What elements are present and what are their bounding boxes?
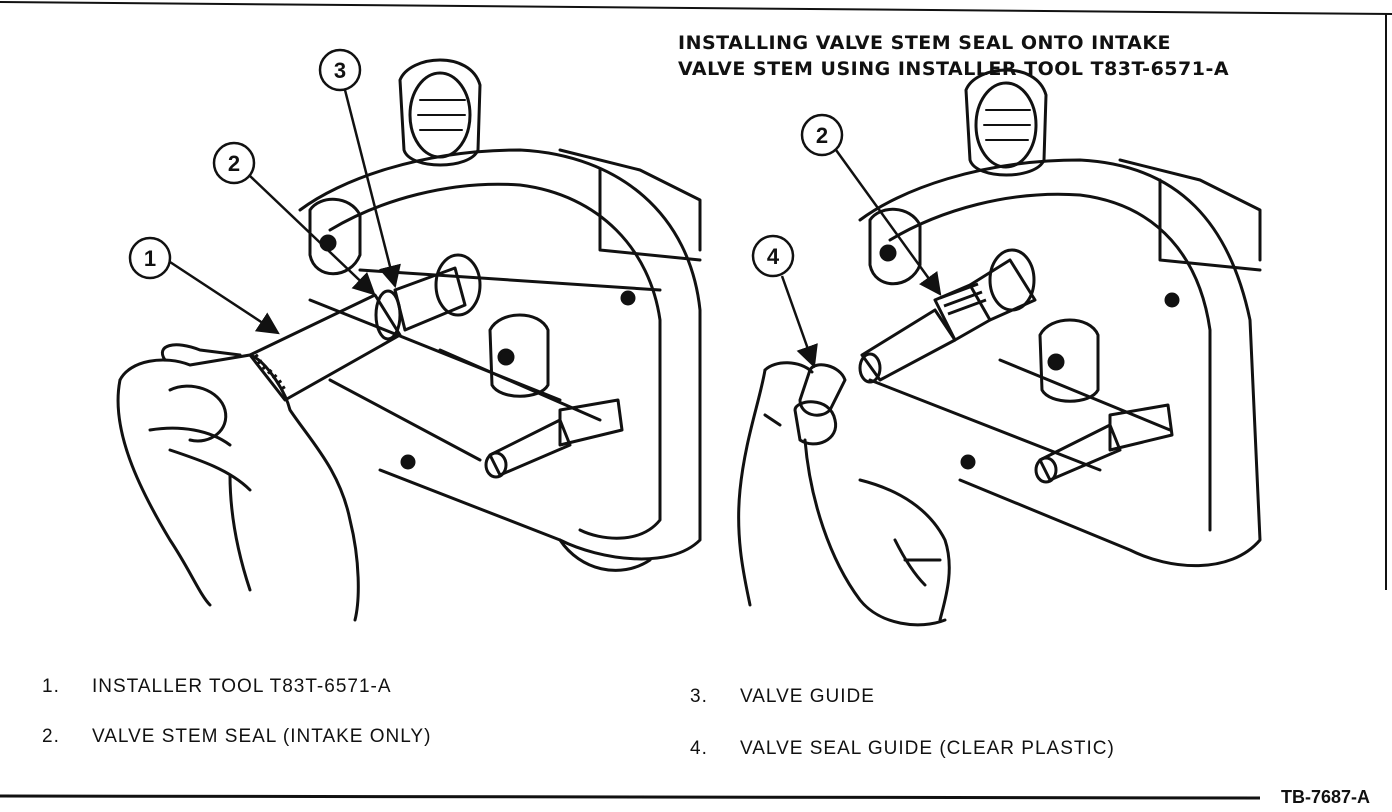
callout-1: 1 [128, 236, 280, 335]
legend-item-1-label: INSTALLER TOOL T83T-6571-A [92, 676, 392, 697]
callout-4: 4 [751, 234, 818, 369]
page-border-bottom [0, 794, 1261, 800]
valve-stem-with-seal [858, 248, 1037, 384]
legend-item-3-number: 3. [690, 686, 708, 707]
callout-1-label: 1 [144, 246, 156, 271]
legend-item-1: 1. INSTALLER TOOL T83T-6571-A [42, 676, 392, 698]
legend-item-3: 3. VALVE GUIDE [690, 686, 875, 708]
legend-item-4: 4. VALVE SEAL GUIDE (CLEAR PLASTIC) [690, 738, 1115, 760]
title-line-2: VALVE STEM USING INSTALLER TOOL T83T-657… [678, 58, 1230, 80]
legend-item-2: 2. VALVE STEM SEAL (INTAKE ONLY) [42, 726, 431, 748]
figure-id: TB-7687-A [1280, 787, 1370, 807]
callout-2-left-label: 2 [228, 151, 240, 176]
legend-item-2-label: VALVE STEM SEAL (INTAKE ONLY) [92, 726, 432, 747]
right-hand [737, 361, 951, 627]
left-cylinder-head [298, 58, 702, 572]
callout-4-label: 4 [767, 244, 780, 269]
left-hand [116, 343, 360, 622]
title-line-1: INSTALLING VALVE STEM SEAL ONTO INTAKE [678, 32, 1172, 54]
callout-2-right: 2 [800, 113, 942, 296]
callout-2-right-label: 2 [816, 123, 828, 148]
right-cylinder-head [858, 68, 1262, 568]
legend-item-2-number: 2. [42, 726, 60, 747]
figure-title: INSTALLING VALVE STEM SEAL ONTO INTAKE V… [678, 30, 1229, 82]
legend-item-3-label: VALVE GUIDE [740, 686, 875, 707]
callout-2-left: 2 [212, 141, 376, 296]
callout-3: 3 [318, 48, 401, 289]
page-border-top [0, 1, 1392, 15]
legend-item-4-label: VALVE SEAL GUIDE (CLEAR PLASTIC) [740, 738, 1115, 759]
callout-3-label: 3 [334, 58, 346, 83]
legend-item-4-number: 4. [690, 738, 708, 759]
legend-item-1-number: 1. [42, 676, 60, 697]
